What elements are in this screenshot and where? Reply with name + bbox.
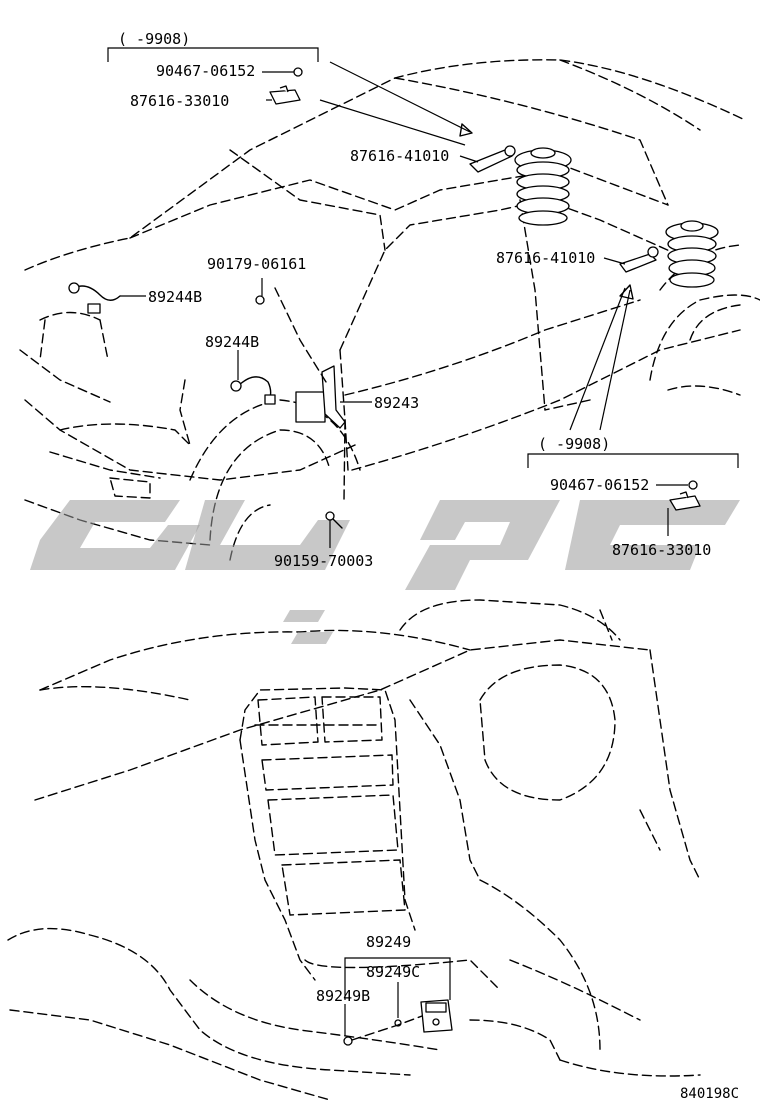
label-87616-33010-right: 87616-33010 [612, 541, 711, 559]
label-89249: 89249 [366, 933, 411, 951]
label-range-right: ( -9908) [538, 435, 610, 453]
bracket-87616-33010-right-icon [669, 491, 701, 511]
watermark-logo [30, 500, 740, 644]
car-interior-outline [7, 599, 701, 1101]
label-90179-06161: 90179-06161 [207, 255, 306, 273]
label-89249b: 89249B [316, 987, 370, 1005]
nut-90467-06152-right-icon [688, 480, 698, 490]
headlamp-leveling-ecu-89243-icon [295, 365, 346, 429]
label-87616-33010-top: 87616-33010 [130, 92, 229, 110]
label-87616-41010-right: 87616-41010 [496, 249, 595, 267]
nut-90467-06152-top-icon [293, 67, 303, 77]
car-body-outline [19, 59, 760, 561]
label-87616-41010-left: 87616-41010 [350, 147, 449, 165]
leveling-switch-89249-icon [420, 999, 453, 1033]
bracket-87616-33010-top-icon [269, 85, 301, 105]
label-90467-06152-right: 90467-06152 [550, 476, 649, 494]
bracket-87616-41010-right-icon [619, 246, 659, 273]
label-range-top: ( -9908) [118, 30, 190, 48]
screw-89249b-icon [343, 1036, 353, 1046]
label-89244b-left: 89244B [148, 288, 202, 306]
strut-spring-rear-left [514, 147, 572, 226]
nut-90179-06161-icon [255, 295, 265, 305]
label-89249c: 89249C [366, 963, 420, 981]
bracket-87616-41010-left-icon [469, 145, 516, 173]
label-89244b-right: 89244B [205, 333, 259, 351]
label-90159-70003: 90159-70003 [274, 552, 373, 570]
strut-spring-rear-right [665, 220, 719, 288]
label-90467-06152-top: 90467-06152 [156, 62, 255, 80]
leader-lines [107, 47, 739, 1041]
diagram-reference-code: 840198C [680, 1086, 739, 1102]
sensor-89244b-front-left-icon [68, 282, 121, 314]
sensor-89244b-front-right-icon [230, 376, 276, 405]
label-89243: 89243 [374, 394, 419, 412]
